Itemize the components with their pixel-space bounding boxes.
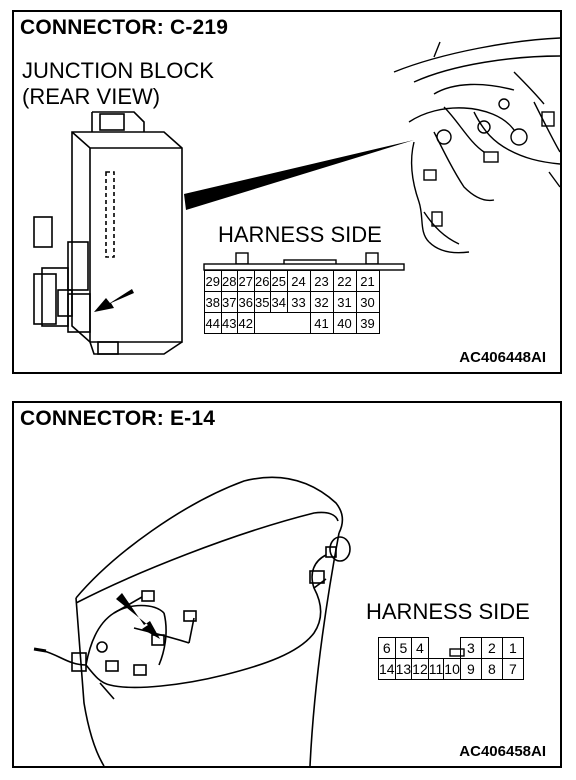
c219-pin-grid: 29 28 27 26 25 24 23 22 21 38 37 36 35 3… (204, 270, 380, 334)
connector-title: CONNECTOR: E-14 (20, 407, 216, 430)
pin-row: 29 28 27 26 25 24 23 22 21 (204, 270, 380, 292)
connector-e14-panel: CONNECTOR: E-14 (12, 401, 562, 768)
junction-block-illustration (33, 37, 560, 355)
pin-cell: 4 (411, 637, 429, 659)
pin-cell: 6 (378, 637, 396, 659)
door-harness-illustration (33, 476, 351, 766)
pin-cell: 35 (253, 291, 271, 313)
pin-cell: 33 (286, 291, 311, 313)
e14-pin-grid: 6 5 4 3 2 1 14 13 12 11 10 9 8 7 (378, 637, 524, 680)
pin-cell-empty (443, 637, 461, 659)
pin-cell: 44 (204, 312, 222, 334)
pin-cell-empty (428, 637, 444, 659)
pin-cell: 24 (286, 270, 311, 292)
pin-cell: 38 (204, 291, 222, 313)
pin-cell: 30 (355, 291, 380, 313)
pin-cell: 8 (480, 658, 503, 680)
pin-cell: 11 (427, 658, 445, 680)
harness-side-label: HARNESS SIDE (366, 599, 530, 624)
pin-cell: 29 (204, 270, 222, 292)
pin-cell: 14 (378, 658, 396, 680)
connector-title: CONNECTOR: C-219 (20, 16, 229, 39)
connector-c219-panel: CONNECTOR: C-219 JUNCTION BLOCK (REAR VI… (12, 10, 562, 374)
pin-cell: 2 (480, 637, 503, 659)
pin-cell: 32 (309, 291, 334, 313)
pin-cell: 21 (355, 270, 380, 292)
pin-cell: 23 (309, 270, 334, 292)
pin-cell: 22 (332, 270, 357, 292)
component-name-line1: JUNCTION BLOCK (22, 58, 214, 83)
pin-cell: 36 (237, 291, 255, 313)
pin-cell-empty (270, 312, 287, 334)
pin-cell: 1 (501, 637, 524, 659)
pin-cell: 42 (237, 312, 255, 334)
pin-row: 38 37 36 35 34 33 32 31 30 (204, 291, 380, 313)
pin-cell: 43 (220, 312, 238, 334)
pin-cell: 31 (332, 291, 357, 313)
pin-cell: 27 (237, 270, 255, 292)
component-name: JUNCTION BLOCK (REAR VIEW) (22, 58, 214, 110)
pin-cell: 34 (270, 291, 288, 313)
pin-row: 6 5 4 3 2 1 (378, 637, 524, 659)
reference-code: AC406458AI (459, 743, 546, 760)
pin-cell: 13 (394, 658, 413, 680)
pin-row: 44 43 42 41 40 39 (204, 312, 380, 334)
pin-cell: 10 (443, 658, 461, 680)
pin-cell-empty (287, 312, 311, 334)
reference-code: AC406448AI (459, 349, 546, 366)
pin-cell: 7 (501, 658, 524, 680)
pin-cell: 39 (355, 312, 380, 334)
pin-cell: 5 (394, 637, 413, 659)
pin-cell: 12 (411, 658, 429, 680)
pin-cell: 26 (253, 270, 271, 292)
harness-side-label: HARNESS SIDE (218, 222, 382, 247)
pin-cell: 3 (459, 637, 482, 659)
pin-cell: 25 (270, 270, 288, 292)
pin-row: 14 13 12 11 10 9 8 7 (378, 658, 524, 680)
pin-cell: 28 (220, 270, 238, 292)
pin-cell: 40 (332, 312, 357, 334)
component-name-line2: (REAR VIEW) (22, 84, 161, 109)
pin-cell: 41 (309, 312, 334, 334)
pin-cell-empty (254, 312, 271, 334)
pin-cell: 37 (220, 291, 238, 313)
pin-cell: 9 (459, 658, 482, 680)
